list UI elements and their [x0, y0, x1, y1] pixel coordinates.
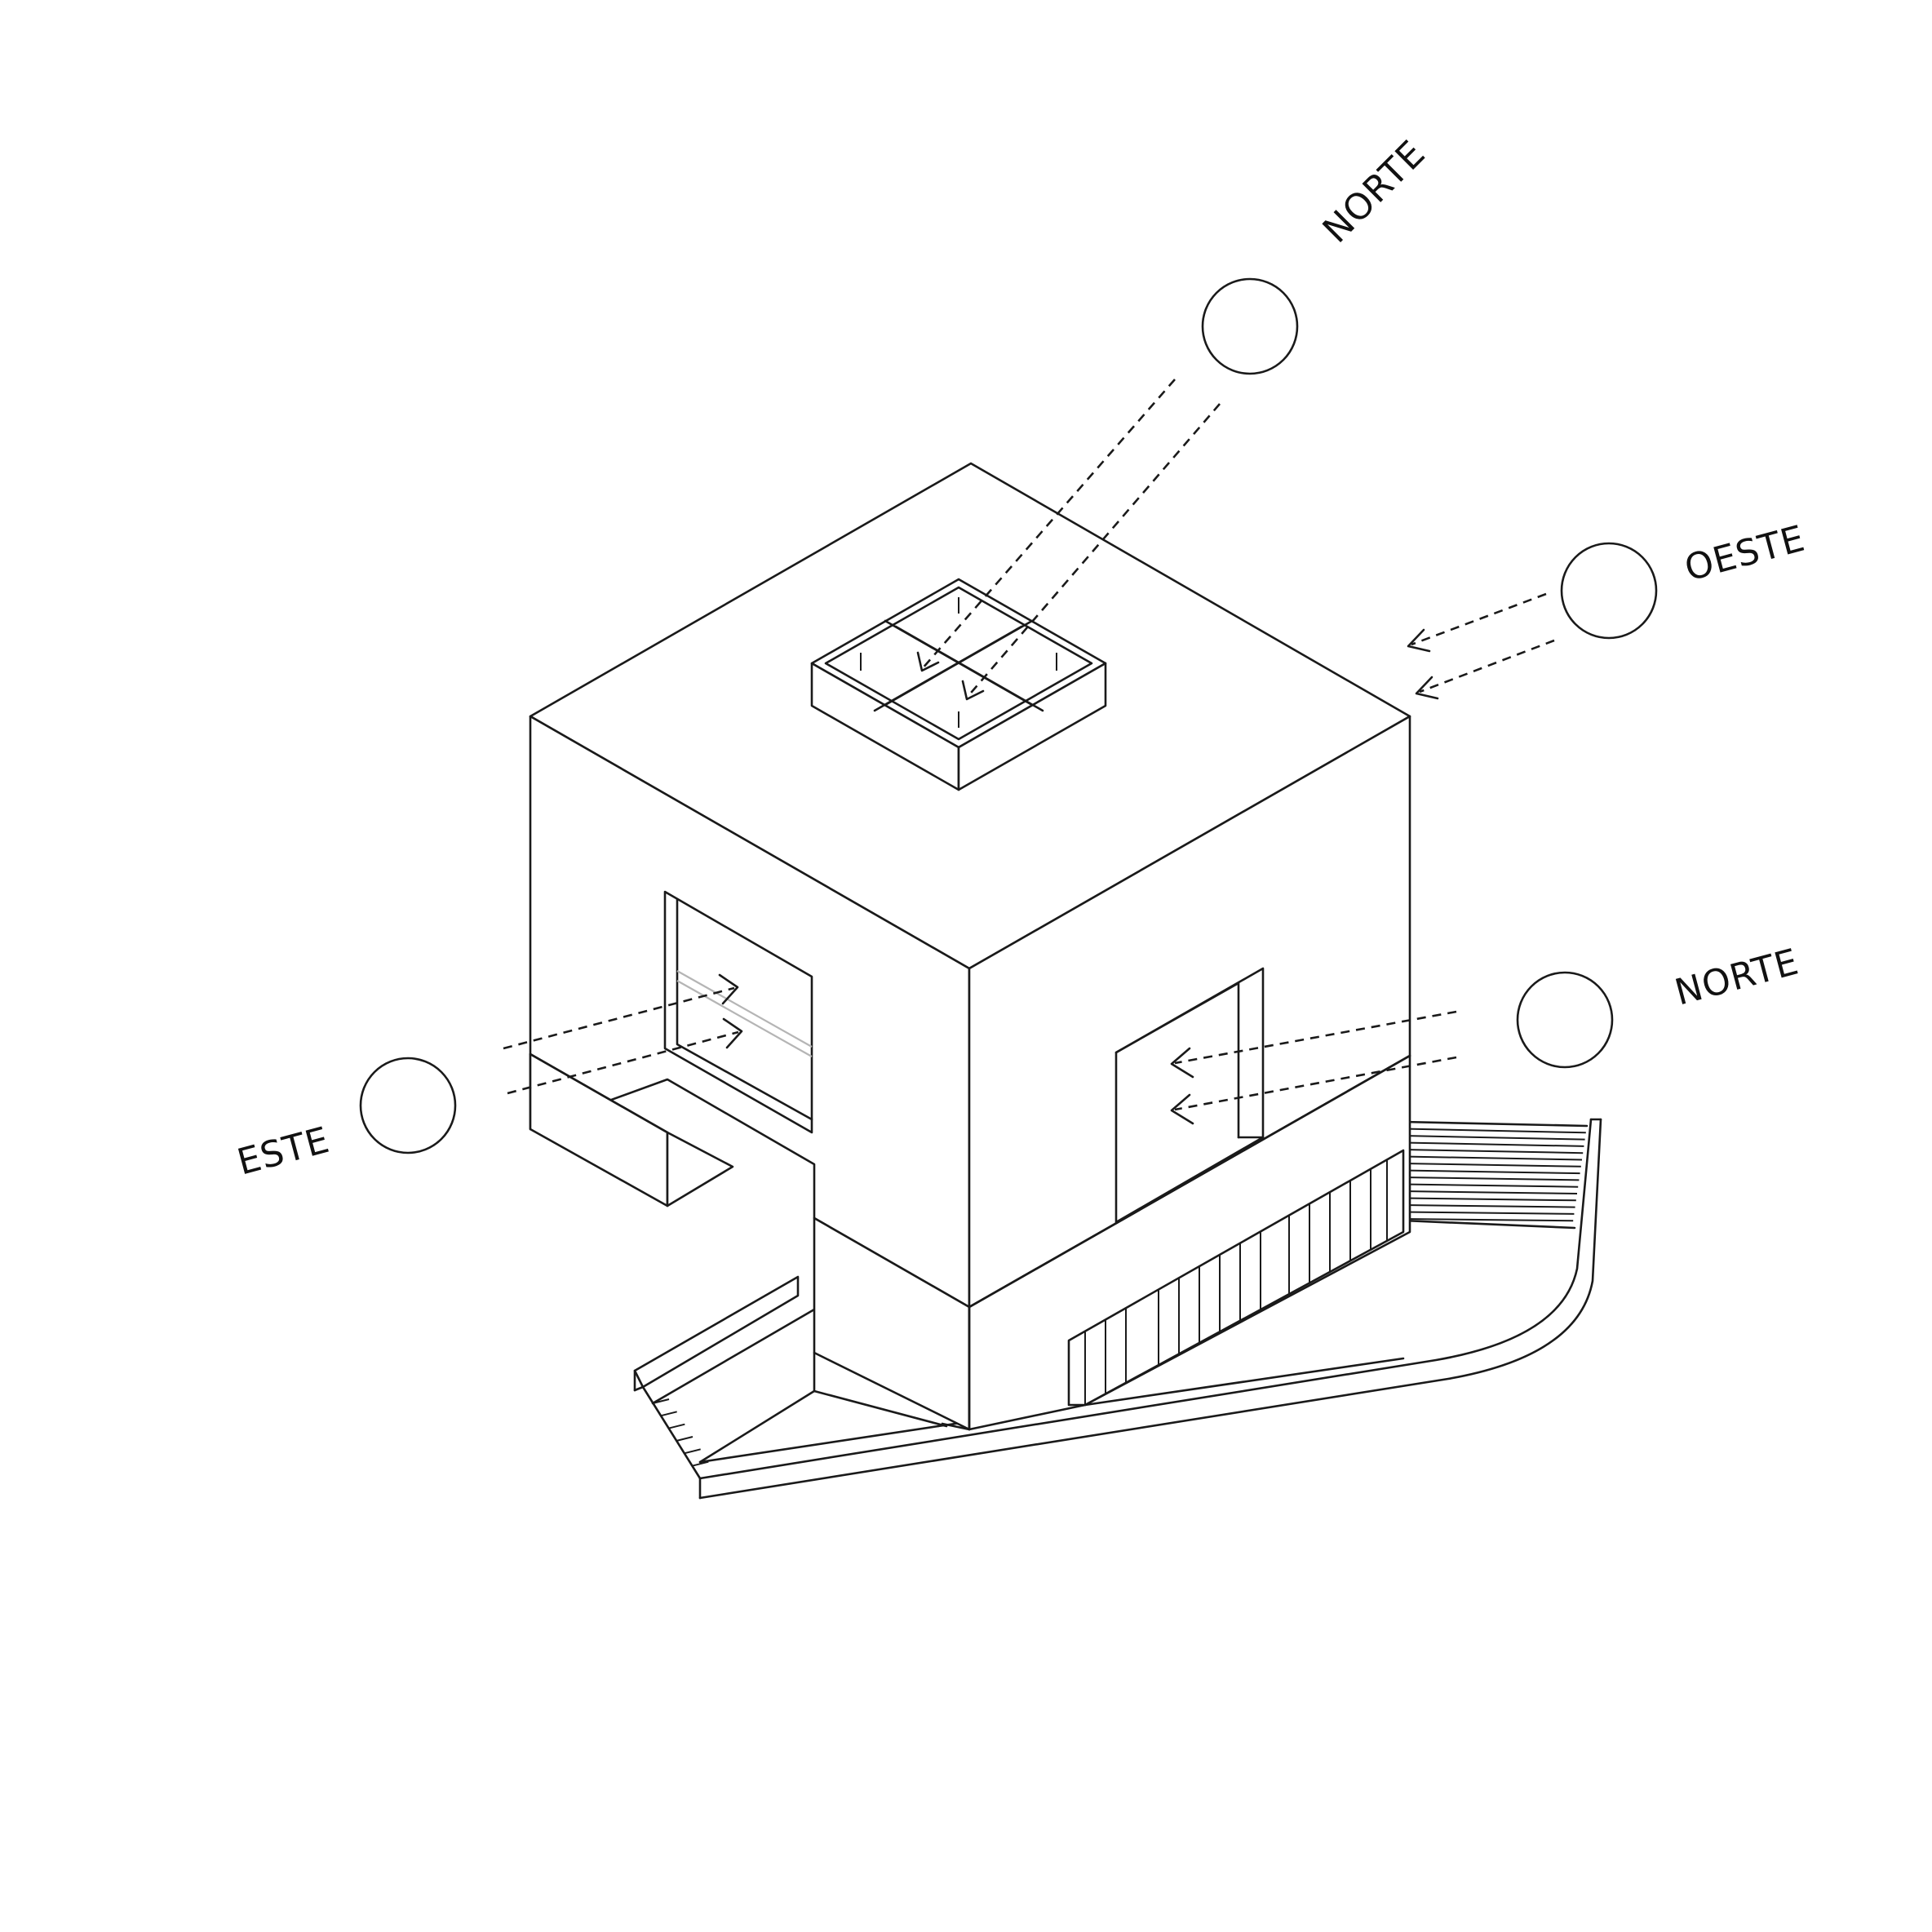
skylight-inner-rim [824, 586, 1093, 741]
stair-step-lines [1402, 1128, 1586, 1222]
left-wall-cap [633, 1275, 800, 1389]
sun-rays [503, 379, 1555, 1125]
stair-step-line [1402, 1211, 1575, 1215]
ray-west-2-arrow [1415, 676, 1439, 700]
left-stairs [633, 1275, 948, 1480]
right-stairs [1402, 1120, 1589, 1230]
ray-north-right-1 [1174, 1010, 1457, 1065]
ray-east-2-arrow [722, 1017, 743, 1049]
terrace-inner-line [698, 1425, 940, 1464]
skylight-mullion-a2 [894, 625, 1044, 712]
left-window-sill-line [676, 970, 813, 1048]
overhang-edge [529, 1052, 669, 1134]
ray-west-1 [1411, 592, 1547, 646]
ray-north-top-2 [966, 403, 1221, 698]
ray-north-right-1-arrow [1170, 1047, 1194, 1079]
skylight-mullion-b2 [873, 625, 1023, 712]
left-wall-foot [633, 1385, 645, 1392]
ray-north-right-2 [1174, 1056, 1457, 1111]
left-window-opening [663, 890, 813, 1134]
terrace-inner-line-3 [1083, 1357, 1405, 1407]
terrace-edge-outer [698, 1118, 1593, 1480]
stair-step-line [1402, 1218, 1574, 1222]
glazing-mullions [1084, 1159, 1388, 1405]
glazing-band [1067, 1149, 1405, 1407]
left-stair-step-line [692, 1460, 709, 1467]
left-stair-step-line [668, 1423, 685, 1429]
left-stair-edge [641, 1385, 702, 1480]
right-window-reveal [1114, 982, 1240, 1139]
left-window-sill-line-2 [676, 980, 813, 1057]
left-stair-step-lines [652, 1398, 709, 1467]
stair-step-line [1402, 1141, 1584, 1147]
stair-step-line [1402, 1176, 1580, 1181]
left-window-reveal [676, 898, 813, 1121]
ray-east-1-arrow [718, 973, 739, 1005]
left-stair-step-line [652, 1398, 670, 1404]
stair-top [1402, 1120, 1589, 1128]
left-stair-step-line [676, 1436, 693, 1442]
terrace-back-line [1402, 1219, 1576, 1230]
left-floor-line [698, 1389, 816, 1464]
overhang-underside [666, 1131, 734, 1208]
floor-divider [968, 1054, 1411, 1309]
label-north-top: NORTE [1315, 132, 1433, 250]
building [529, 462, 1411, 1431]
ray-east-2 [507, 1030, 739, 1095]
stair-step-line [1402, 1183, 1579, 1188]
ray-west-2 [1419, 639, 1555, 693]
skylight-side-right [957, 662, 1107, 791]
label-east: ESTE [233, 1119, 335, 1184]
ray-north-top-1 [921, 379, 1176, 670]
ray-east-1 [503, 986, 735, 1050]
stair-step-line [1402, 1135, 1585, 1141]
ray-west-1-arrow [1407, 628, 1431, 653]
corner-foot [941, 1422, 971, 1431]
ray-north-right-2-arrow [1170, 1093, 1194, 1125]
sun-west [1560, 542, 1658, 640]
stair-step-line [1402, 1128, 1586, 1134]
stair-step-line [1402, 1149, 1584, 1154]
sun-north-top [1201, 277, 1299, 375]
ray-north-top-1-arrow [916, 651, 940, 672]
left-stair-step-line [684, 1448, 701, 1455]
stair-step-line [1402, 1155, 1583, 1161]
stair-step-line [1402, 1163, 1581, 1168]
stair-step-line [1402, 1190, 1578, 1194]
label-west: OESTE [1681, 518, 1810, 590]
sun-north-right [1516, 971, 1614, 1069]
stair-step-line [1402, 1197, 1576, 1202]
left-stair-step-line [660, 1411, 677, 1417]
left-floor-diag [813, 1389, 948, 1428]
ray-north-top-2-arrow [961, 680, 985, 701]
suns [359, 277, 1658, 1154]
stair-step-line [1402, 1169, 1580, 1175]
stair-step-line [1402, 1204, 1575, 1208]
label-north-right: NORTE [1671, 941, 1804, 1013]
left-stair-back [651, 1308, 816, 1405]
terrace-edge-inner [698, 1118, 1602, 1500]
sun-east [359, 1057, 457, 1154]
